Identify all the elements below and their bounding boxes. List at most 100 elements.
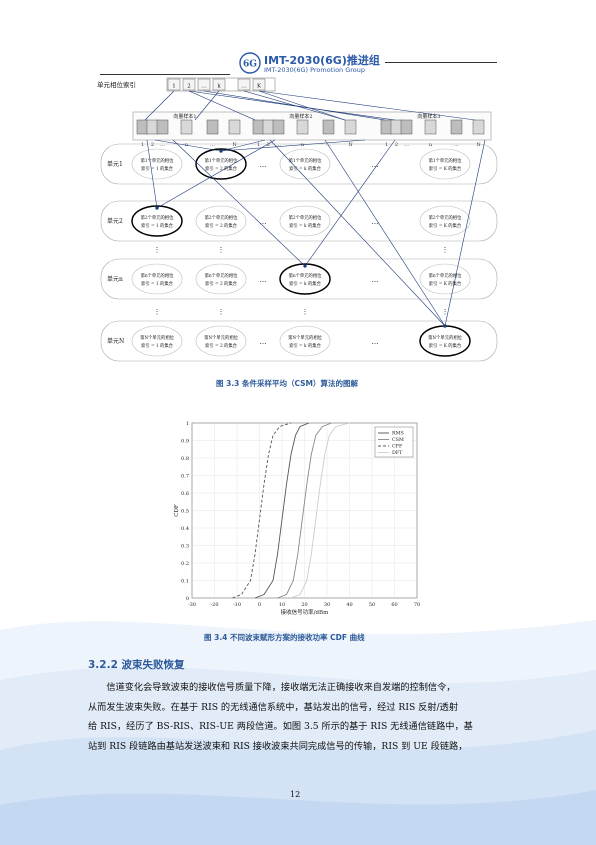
set-ellipse: [279, 205, 331, 237]
index-to-sample-line: [243, 90, 346, 121]
index-to-sample-line: [144, 90, 175, 121]
header-rule-left: [100, 74, 230, 75]
x-axis-label: 接收信号功率/dBm: [281, 608, 329, 616]
set-label: 第1个单元的相位: [141, 157, 175, 164]
index-to-sample-line: [258, 90, 476, 121]
set-label: 索引 = k 的集合: [289, 280, 321, 287]
row-label: 单元n: [107, 275, 123, 283]
set-ellipse: [279, 263, 331, 295]
header-subtitle: IMT-2030(6G) Promotion Group: [264, 66, 366, 74]
y-tick-label: 0.2: [181, 561, 189, 567]
set-label: 索引 = 1 的集合: [141, 165, 174, 172]
y-tick-label: 0.8: [181, 456, 189, 462]
row-container: [100, 143, 498, 185]
vector-sample-tick: …: [454, 142, 459, 148]
assignment-arrow: [220, 139, 266, 152]
set-ellipse: [195, 263, 247, 295]
body-line: 给 RIS，经历了 BS-RIS、RIS-UE 两段信道。如图 3.5 所示的基…: [88, 721, 473, 732]
vector-sample-tick: 2: [267, 142, 270, 148]
body-line: 信道变化会导致波束的接收信号质量下降，接收端无法正确接收来自发端的控制信令，: [88, 682, 456, 693]
set-ellipse: [279, 325, 331, 357]
set-ellipse: [131, 325, 183, 357]
body-paragraph: 信道变化会导致波束的接收信号质量下降，接收端无法正确接收来自发端的控制信令， 从…: [88, 678, 508, 756]
vector-sample-cell: [252, 119, 265, 135]
set-label: 索引 = K 的集合: [429, 280, 462, 287]
index-row: [166, 77, 276, 92]
row-ellipsis: …: [372, 161, 379, 169]
assignment-arrow: [220, 139, 366, 152]
set-label: 索引 = 2 的集合: [205, 165, 238, 172]
set-label: 第1个单元的相位: [429, 157, 463, 164]
assignment-arrow: [146, 139, 158, 209]
vector-sample-cell: [296, 119, 309, 135]
header-title: IMT-2030(6G)推进组: [264, 54, 380, 67]
body-line: 站到 RIS 段链路由基站发送波束和 RIS 接收波束共同完成信号的传输，RIS…: [88, 740, 468, 752]
index-to-sample-line: [194, 90, 220, 121]
y-tick-label: 0.4: [181, 526, 189, 532]
set-ellipse: [279, 148, 331, 180]
row-container: [100, 320, 498, 362]
assignment-arrow: [304, 139, 396, 267]
vertical-ellipsis: ⋮: [302, 308, 309, 316]
index-label: 单元相位索引: [97, 80, 136, 89]
set-label: 第n个单元的相位: [429, 272, 463, 279]
set-label: 第2个单元的相位: [429, 214, 463, 221]
set-label: 索引 = 1 的集合: [141, 222, 174, 229]
vector-sample-label: 向量样本2: [289, 113, 312, 120]
vector-sample-tick: n: [429, 142, 433, 148]
set-label: 索引 = 1 的集合: [141, 280, 174, 287]
logo-text: 6G: [243, 60, 257, 70]
vector-sample-cell: [262, 119, 275, 135]
legend-label: CFF: [392, 444, 403, 450]
set-ellipse: [419, 148, 471, 180]
vector-sample-cell: [400, 119, 413, 135]
set-label: 第n个单元的相位: [141, 272, 175, 279]
vector-sample-tick: …: [276, 142, 281, 148]
set-label: 索引 = 2 的集合: [205, 280, 238, 287]
legend-label: CSM: [392, 437, 404, 443]
vector-sample-tick: …: [404, 142, 409, 148]
x-tick-label: 20: [301, 602, 307, 608]
vector-sample-cell: [156, 119, 169, 135]
set-ellipse: [195, 205, 247, 237]
index-cell: [252, 78, 266, 91]
index-cell-label: k: [217, 84, 221, 90]
vector-sample-cell: [424, 119, 437, 135]
legend-label: DFT: [392, 450, 403, 456]
set-label: 索引 = 1 的集合: [141, 342, 174, 349]
x-tick-label: -30: [188, 602, 196, 608]
header-rule-right: [385, 62, 497, 63]
row-ellipsis: …: [372, 338, 379, 346]
arrow-head: [155, 206, 159, 210]
set-ellipse: [131, 205, 183, 237]
set-ellipse: [195, 148, 247, 180]
vector-sample-cell: [390, 119, 403, 135]
set-label: 索引 = k 的集合: [289, 342, 321, 349]
set-label: 索引 = 2 的集合: [205, 342, 238, 349]
set-label: 第2个单元的相位: [205, 214, 239, 221]
page-number: 12: [290, 790, 301, 799]
x-tick-label: 40: [346, 602, 352, 608]
vector-sample-cell: [228, 119, 241, 135]
vertical-ellipsis: ⋮: [442, 308, 449, 316]
x-tick-label: 10: [279, 602, 285, 608]
x-tick-label: 70: [414, 602, 420, 608]
vector-sample-label: 向量样本3: [417, 113, 440, 120]
imt-logo-icon: 6G: [239, 52, 261, 74]
vertical-ellipsis: ⋮: [154, 308, 161, 316]
set-label: 第n个单元的相位: [205, 272, 239, 279]
vector-sample-cell: [450, 119, 463, 135]
vector-sample-tick: 1: [385, 142, 388, 148]
vector-sample-cell: [322, 119, 335, 135]
vertical-ellipsis: ⋮: [442, 246, 449, 254]
x-tick-label: -20: [210, 602, 218, 608]
y-tick-label: 0.1: [181, 578, 189, 584]
row-label: 单元2: [107, 217, 123, 225]
set-ellipse: [131, 263, 183, 295]
index-cell-label: 1: [172, 84, 176, 90]
vector-sample-tick: 2: [151, 142, 154, 148]
vector-sample-tick: 2: [395, 142, 398, 148]
vertical-ellipsis: ⋮: [218, 246, 225, 254]
y-tick-label: 0.6: [181, 491, 189, 497]
